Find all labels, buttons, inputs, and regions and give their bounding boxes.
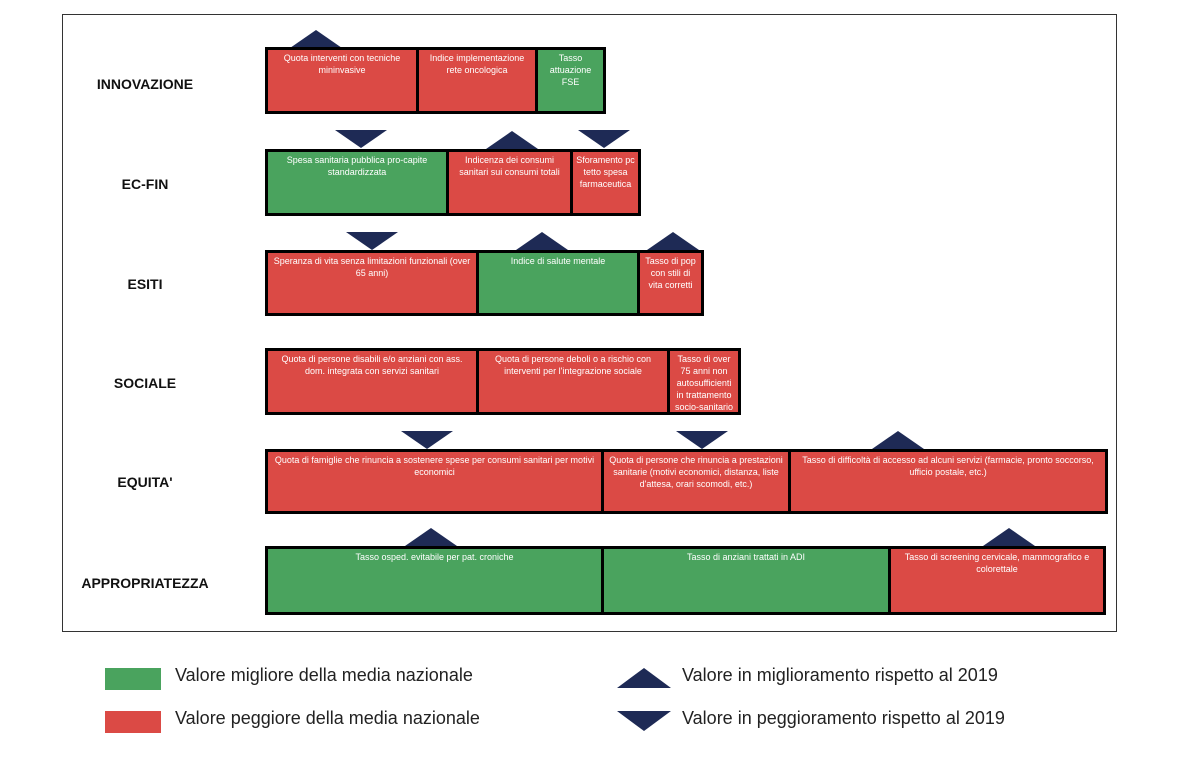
row-label-esiti: ESITI (127, 276, 163, 292)
row-label-equita: EQUITA' (117, 474, 173, 490)
trend-down-icon (335, 130, 387, 148)
indicator-cell: Indicenza dei consumi sanitari sui consu… (449, 152, 570, 213)
indicator-row-equita: Quota di famiglie che rinuncia a sostene… (265, 449, 1108, 514)
indicator-cell: Speranza di vita senza limitazioni funzi… (268, 253, 476, 313)
indicator-cell: Tasso attuazione FSE (538, 50, 603, 111)
row-label-sociale: SOCIALE (113, 375, 177, 391)
indicator-cell: Tasso di pop con stili di vita corretti (640, 253, 701, 313)
indicator-cell: Tasso osped. evitabile per pat. croniche (268, 549, 601, 612)
indicator-row-innovazione: Quota interventi con tecniche mininvasiv… (265, 47, 606, 114)
diagram-frame (62, 14, 1117, 632)
row-label-ec-fin: EC-FIN (121, 176, 169, 192)
row-label-appropriatezza: APPROPRIATEZZA (81, 575, 209, 591)
legend-trend-down-icon (617, 711, 671, 731)
indicator-cell: Quota di persone disabili e/o anziani co… (268, 351, 476, 412)
indicator-row-appropriatezza: Tasso osped. evitabile per pat. croniche… (265, 546, 1106, 615)
trend-up-icon (647, 232, 699, 250)
legend-label-worsening: Valore in peggioramento rispetto al 2019 (682, 708, 1005, 728)
trend-up-icon (872, 431, 924, 449)
row-label-innovazione: INNOVAZIONE (96, 76, 194, 92)
trend-up-icon (290, 30, 342, 48)
indicator-cell: Quota di famiglie che rinuncia a sostene… (268, 452, 601, 511)
trend-down-icon (676, 431, 728, 449)
trend-up-icon (516, 232, 568, 250)
trend-down-icon (346, 232, 398, 250)
indicator-row-sociale: Quota di persone disabili e/o anziani co… (265, 348, 741, 415)
indicator-row-ec-fin: Spesa sanitaria pubblica pro-capite stan… (265, 149, 641, 216)
indicator-cell: Quota interventi con tecniche mininvasiv… (268, 50, 416, 111)
trend-down-icon (578, 130, 630, 148)
trend-up-icon (405, 528, 457, 546)
indicator-cell: Tasso di anziani trattati in ADI (604, 549, 888, 612)
legend-swatch-better (105, 668, 161, 690)
legend-trend-up-icon (617, 668, 671, 688)
indicator-cell: Quota di persone deboli o a rischio con … (479, 351, 667, 412)
legend-label-better: Valore migliore della media nazionale (175, 665, 473, 685)
indicator-cell: Tasso di screening cervicale, mammografi… (891, 549, 1103, 612)
indicator-cell: Tasso di difficoltà di accesso ad alcuni… (791, 452, 1105, 511)
legend-swatch-worse (105, 711, 161, 733)
trend-up-icon (983, 528, 1035, 546)
legend-label-improving: Valore in miglioramento rispetto al 2019 (682, 665, 998, 685)
indicator-cell: Spesa sanitaria pubblica pro-capite stan… (268, 152, 446, 213)
indicator-cell: Quota di persone che rinuncia a prestazi… (604, 452, 788, 511)
trend-up-icon (486, 131, 538, 149)
trend-down-icon (401, 431, 453, 449)
indicator-cell: Indice implementazione rete oncologica (419, 50, 535, 111)
indicator-cell: Sforamento pc tetto spesa farmaceutica (573, 152, 638, 213)
indicator-row-esiti: Speranza di vita senza limitazioni funzi… (265, 250, 704, 316)
indicator-cell: Tasso di over 75 anni non autosufficient… (670, 351, 738, 412)
legend-label-worse: Valore peggiore della media nazionale (175, 708, 480, 728)
indicator-cell: Indice di salute mentale (479, 253, 637, 313)
